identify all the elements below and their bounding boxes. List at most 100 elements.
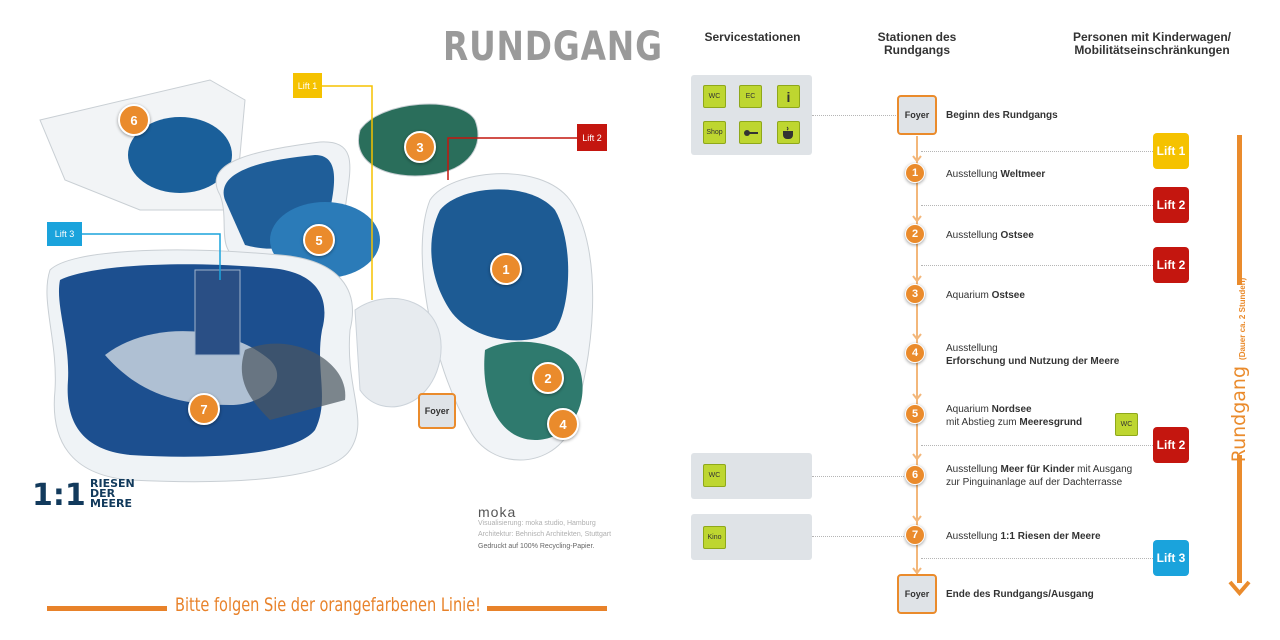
station-badge-4: 4 xyxy=(547,408,579,440)
lift-2-tag: Lift 2 xyxy=(577,124,607,151)
logo-line-2: DER xyxy=(90,487,116,500)
info-icon-label: i xyxy=(786,88,791,105)
route-step-5: Aquarium Nordsee mit Abstieg zum Meeresg… xyxy=(946,403,1082,429)
wc-icon-label: WC xyxy=(708,93,721,100)
route-start-foyer: Foyer xyxy=(897,95,937,135)
wc-icon-label: WC xyxy=(708,472,721,479)
route-step-1: Ausstellung Weltmeer xyxy=(946,168,1045,181)
station-badge-1: 1 xyxy=(490,253,522,285)
route-step-5-name: Nordsee xyxy=(991,404,1032,415)
route-end-label: Ende des Rundgangs/Ausgang xyxy=(946,589,1094,600)
station-badge-2: 2 xyxy=(532,362,564,394)
footer-line-right xyxy=(487,606,607,611)
route-end-foyer: Foyer xyxy=(897,574,937,614)
footer-line-left xyxy=(47,606,167,611)
logo-line-1: RIESEN xyxy=(90,477,135,490)
footer-instruction: Bitte folgen Sie der orangefarbenen Lini… xyxy=(175,594,481,616)
lift-3-marker: Lift 3 xyxy=(1153,540,1189,576)
page-title: RUNDGANG xyxy=(443,24,663,70)
moka-logo: moka xyxy=(478,504,517,520)
dotted-connector xyxy=(812,476,904,477)
station-badge-7: 7 xyxy=(188,393,220,425)
info-icon: i xyxy=(777,85,800,108)
duration-note: (Dauer ca. 2 Stunden) xyxy=(1238,277,1247,360)
service-box-station-7: Kino xyxy=(691,514,812,560)
route-step-6-name: Meer für Kinder xyxy=(1000,464,1075,475)
print-note: Gedruckt auf 100% Recycling-Papier. xyxy=(478,543,595,550)
wc-icon: WC xyxy=(1115,413,1138,436)
station-badge-5: 5 xyxy=(303,224,335,256)
route-step-badge: 1 xyxy=(905,163,925,183)
column-header-persons-line2: Mobilitätseinschränkungen xyxy=(1074,43,1230,57)
shop-icon-label: Shop xyxy=(706,129,723,136)
duration-arrow-bottom xyxy=(1237,455,1242,583)
route-step-badge: 3 xyxy=(905,284,925,304)
duration-label: Rundgang (Dauer ca. 2 Stunden) xyxy=(1228,278,1250,463)
route-step-3: Aquarium Ostsee xyxy=(946,289,1025,302)
route-step-7-name: 1:1 Riesen der Meere xyxy=(1000,531,1101,542)
route-step-5-detail: mit Abstieg zum xyxy=(946,417,1020,428)
route-step-2-name: Ostsee xyxy=(1000,230,1034,241)
column-header-stations-line1: Stationen des xyxy=(877,30,957,44)
riesen-der-meere-logo: 1:1 RIESEN DER MEERE xyxy=(32,478,135,513)
kino-icon-label: Kino xyxy=(707,534,722,541)
station-badge-6: 6 xyxy=(118,104,150,136)
service-box-station-6: WC xyxy=(691,453,812,499)
route-step-1-name: Weltmeer xyxy=(1000,169,1046,180)
lift-3-tag: Lift 3 xyxy=(47,222,82,246)
route-step-6: Ausstellung Meer für Kinder mit Ausgang … xyxy=(946,463,1132,489)
dotted-connector xyxy=(812,115,896,116)
rundgang-label: Rundgang xyxy=(1228,365,1250,463)
route-step-badge: 5 xyxy=(905,404,925,424)
route-step-1-type: Ausstellung xyxy=(946,169,1001,180)
logo-line-3: MEERE xyxy=(90,497,132,510)
column-header-stations: Stationen des Rundgangs xyxy=(862,31,972,57)
column-header-services: Servicestationen xyxy=(704,30,801,44)
column-header-persons-line1: Personen mit Kinderwagen/ xyxy=(1072,30,1232,44)
lift-1-marker: Lift 1 xyxy=(1153,133,1189,169)
cafe-icon xyxy=(777,121,800,144)
route-step-badge: 4 xyxy=(905,343,925,363)
column-header-stations-line2: Rundgangs xyxy=(884,43,950,57)
credit-visualisation: Visualisierung: moka studio, Hamburg xyxy=(478,520,596,527)
route-step-7-type: Ausstellung xyxy=(946,531,1001,542)
route-step-3-name: Ostsee xyxy=(991,290,1025,301)
arrow-down-icon xyxy=(1228,580,1251,596)
route-step-6-type: Ausstellung xyxy=(946,464,1001,475)
route-step-4-name: Erforschung und Nutzung der Meere xyxy=(946,356,1120,367)
lift-guide-lines xyxy=(82,85,577,300)
service-box-foyer: WC EC i Shop xyxy=(691,75,812,155)
route-step-4-type: Ausstellung xyxy=(946,343,998,354)
route-step-6-detail: zur Pinguinanlage auf der Dachterrasse xyxy=(946,477,1123,488)
route-step-7: Ausstellung 1:1 Riesen der Meere xyxy=(946,530,1101,543)
lift-2-marker: Lift 2 xyxy=(1153,427,1189,463)
ec-icon-label: EC xyxy=(745,93,756,100)
credit-architecture: Architektur: Behnisch Architekten, Stutt… xyxy=(478,531,612,538)
route-step-badge: 6 xyxy=(905,465,925,485)
lift-1-tag: Lift 1 xyxy=(293,73,322,98)
lift-connector xyxy=(921,205,1153,206)
route-step-6-suffix: mit Ausgang xyxy=(1074,464,1133,475)
wc-icon-label: WC xyxy=(1120,421,1133,428)
shop-icon: Shop xyxy=(703,121,726,144)
foyer-marker: Foyer xyxy=(418,393,456,429)
route-start-label: Beginn des Rundgangs xyxy=(946,110,1058,121)
wc-icon: WC xyxy=(703,85,726,108)
dotted-connector xyxy=(812,536,904,537)
route-step-5-detail-name: Meeresgrund xyxy=(1019,417,1083,428)
route-step-5-type: Aquarium xyxy=(946,404,992,415)
logo-prefix: 1:1 xyxy=(32,478,86,513)
route-step-2-type: Ausstellung xyxy=(946,230,1001,241)
lift-2-marker: Lift 2 xyxy=(1153,187,1189,223)
ec-atm-icon: EC xyxy=(739,85,762,108)
lift-connector xyxy=(921,151,1153,152)
lift-connector xyxy=(921,265,1153,266)
route-step-badge: 7 xyxy=(905,525,925,545)
station-badge-3: 3 xyxy=(404,131,436,163)
lift-connector xyxy=(921,445,1153,446)
route-step-2: Ausstellung Ostsee xyxy=(946,229,1034,242)
lift-2-marker: Lift 2 xyxy=(1153,247,1189,283)
locker-key-icon xyxy=(739,121,762,144)
route-step-3-type: Aquarium xyxy=(946,290,992,301)
